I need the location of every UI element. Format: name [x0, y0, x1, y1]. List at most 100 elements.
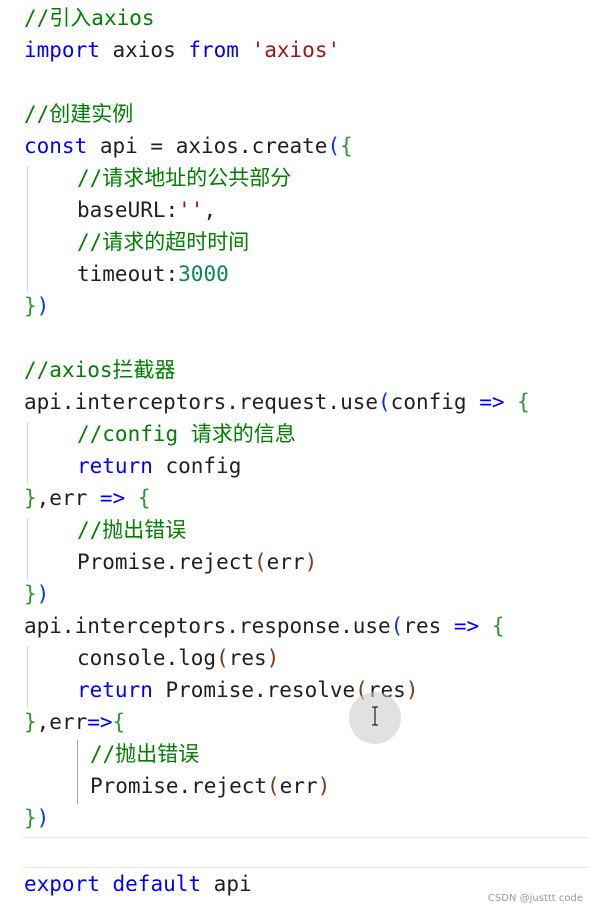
code-token-default: api.interceptors.request.use: [24, 390, 379, 414]
code-token-keyword: =>: [453, 614, 480, 638]
code-token-string: '': [178, 198, 204, 222]
ibeam-cursor-icon: [372, 706, 378, 726]
code-token-comment: //axios: [24, 358, 113, 382]
code-token-bracket3: (: [267, 774, 280, 798]
code-line[interactable]: //创建实例: [24, 98, 133, 130]
code-line[interactable]: },err => {: [24, 482, 150, 514]
code-line[interactable]: }): [24, 578, 49, 610]
code-token-string: 'axios': [251, 38, 341, 62]
code-token-default: res: [228, 646, 267, 670]
indent-guide: [27, 518, 28, 580]
code-token-default: [100, 872, 113, 896]
code-line[interactable]: //请求的超时时间: [77, 226, 249, 258]
code-token-keyword: =>: [87, 710, 113, 734]
code-line[interactable]: export default api: [24, 868, 252, 900]
code-token-bracket2: }: [24, 710, 37, 734]
code-token-default: [125, 486, 138, 510]
code-token-keyword: from: [188, 38, 239, 62]
code-line[interactable]: timeout:3000: [77, 258, 229, 290]
indent-guide: [27, 166, 28, 292]
code-token-comment: 请求的超时时间: [102, 230, 250, 254]
code-line[interactable]: const api = axios.create({: [24, 130, 353, 162]
code-token-default: api: [201, 872, 252, 896]
code-token-comment: //: [90, 742, 116, 766]
code-token-default: [239, 38, 252, 62]
code-token-default: Promise.reject: [90, 774, 268, 798]
code-token-number: 3000: [178, 262, 229, 286]
indent-guide: [27, 646, 28, 708]
code-token-bracket2: }: [24, 486, 37, 510]
code-line[interactable]: }): [24, 802, 49, 834]
code-token-keyword: import: [24, 38, 100, 62]
code-token-comment: 引入: [49, 6, 92, 30]
code-token-comment: //: [77, 166, 103, 190]
code-line[interactable]: Promise.reject(err): [77, 546, 317, 578]
code-token-bracket2: {: [137, 486, 151, 510]
code-line[interactable]: //请求地址的公共部分: [77, 162, 291, 194]
code-token-default: [479, 614, 492, 638]
code-token-bracket3: ): [317, 774, 331, 798]
code-token-default: baseURL:: [77, 198, 179, 222]
code-token-comment: 抛出错误: [102, 518, 187, 542]
code-token-comment: 请求的信息: [190, 422, 296, 446]
code-line[interactable]: import axios from 'axios': [24, 34, 340, 66]
code-token-default: config: [390, 390, 480, 414]
code-token-default: api = axios.create: [87, 134, 328, 158]
code-token-bracket3: (: [216, 646, 229, 670]
code-token-keyword: =>: [479, 390, 505, 414]
code-line[interactable]: }): [24, 290, 49, 322]
code-token-default: config: [152, 454, 242, 478]
code-token-default: ,err: [36, 710, 88, 734]
code-token-default: ,err: [36, 486, 100, 510]
code-line[interactable]: //config 请求的信息: [77, 418, 296, 450]
code-token-comment: //config: [77, 422, 191, 446]
code-token-comment: 抛出错误: [115, 742, 200, 766]
code-token-comment: //: [24, 102, 50, 126]
code-line[interactable]: //引入axios: [24, 2, 155, 34]
code-token-bracket1: (: [390, 614, 404, 638]
code-line[interactable]: baseURL:'',: [77, 194, 216, 226]
code-line[interactable]: console.log(res): [77, 642, 279, 674]
code-token-default: err: [266, 550, 305, 574]
code-token-default: console.log: [77, 646, 217, 670]
code-line[interactable]: return Promise.resolve(res): [77, 674, 418, 706]
code-token-default: ,: [203, 198, 217, 222]
code-token-default: [504, 390, 517, 414]
code-token-bracket1: ): [36, 582, 50, 606]
code-token-comment: axios: [91, 6, 155, 30]
code-line[interactable]: api.interceptors.response.use(res => {: [24, 610, 505, 642]
code-token-default: timeout:: [77, 262, 179, 286]
code-token-comment: 创建实例: [49, 102, 134, 126]
code-token-bracket3: ): [405, 678, 419, 702]
code-token-keyword: default: [112, 872, 202, 896]
code-token-default: axios: [99, 38, 189, 62]
code-line[interactable]: //抛出错误: [90, 738, 199, 770]
code-token-default: Promise.reject: [77, 550, 255, 574]
code-line[interactable]: //抛出错误: [77, 514, 186, 546]
code-line[interactable]: },err=>{: [24, 706, 125, 738]
code-line[interactable]: Promise.reject(err): [90, 770, 330, 802]
code-line[interactable]: //axios拦截器: [24, 354, 176, 386]
code-token-bracket3: ): [266, 646, 280, 670]
code-token-bracket2: {: [517, 390, 530, 414]
active-indent-guide: [77, 740, 78, 804]
code-token-comment: //: [77, 518, 103, 542]
code-token-keyword: const: [24, 134, 88, 158]
code-token-keyword: return: [77, 454, 153, 478]
code-token-bracket2: }: [24, 582, 37, 606]
code-token-bracket2: {: [340, 134, 353, 158]
code-token-comment: 拦截器: [112, 358, 176, 382]
code-token-bracket2: }: [24, 294, 37, 318]
code-token-comment: //: [24, 6, 50, 30]
code-line[interactable]: api.interceptors.request.use(config => {: [24, 386, 530, 418]
code-token-bracket1: (: [378, 390, 391, 414]
code-token-bracket2: }: [24, 806, 37, 830]
code-token-bracket2: {: [112, 710, 126, 734]
indent-guide: [27, 422, 28, 484]
code-token-bracket1: ): [36, 294, 50, 318]
code-token-bracket3: (: [254, 550, 267, 574]
code-token-bracket1: ): [36, 806, 50, 830]
code-token-comment: //: [77, 230, 103, 254]
code-line[interactable]: return config: [77, 450, 241, 482]
